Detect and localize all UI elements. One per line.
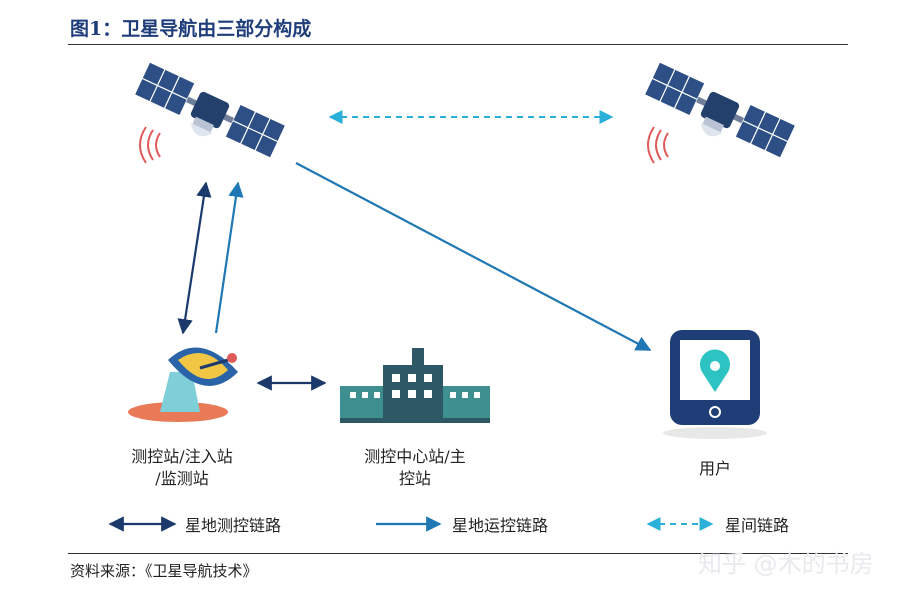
control-center-label-line2: 控站 <box>398 469 431 488</box>
watermark: 知乎 @木的书房 <box>698 550 874 578</box>
top-rule <box>68 44 848 45</box>
legend-label-tt: 星地测控链路 <box>185 516 282 535</box>
source-note: 资料来源：《卫星导航技术》 <box>70 562 258 580</box>
satellite-icon <box>133 61 287 159</box>
satellite-icon <box>643 61 797 159</box>
ground-station-label-line1: 测控站/注入站 <box>131 447 233 466</box>
legend-label-inter: 星间链路 <box>725 516 790 535</box>
control-building-icon <box>340 348 490 423</box>
location-pin-icon <box>700 349 730 392</box>
signal-waves-icon <box>139 126 161 164</box>
sat-user-link <box>295 162 652 351</box>
ground-station-label: 测控站/注入站 /监测站 <box>102 446 262 490</box>
legend-label-ops: 星地运控链路 <box>452 516 549 535</box>
sat-ground-ops-uplink <box>214 181 244 334</box>
figure-title: 图1：卫星导航由三部分构成 <box>70 18 312 40</box>
ground-station-label-line2: /监测站 <box>155 469 209 488</box>
control-center-label-line1: 测控中心站/主 <box>364 447 466 466</box>
smartphone-icon <box>663 330 767 439</box>
user-label: 用户 <box>698 459 731 478</box>
bottom-rule <box>68 553 848 554</box>
sat-ground-tt-link <box>177 181 212 335</box>
control-center-label: 测控中心站/主 控站 <box>335 446 495 490</box>
satellite-dish-icon <box>128 347 238 422</box>
signal-waves-icon <box>647 126 669 164</box>
